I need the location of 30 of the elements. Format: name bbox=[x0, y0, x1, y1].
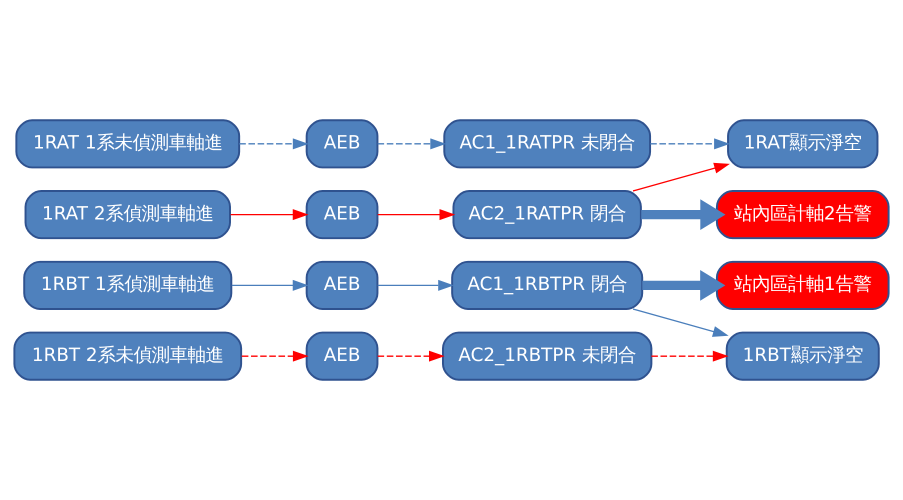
node-box: AEB bbox=[306, 332, 378, 381]
arrow bbox=[651, 350, 729, 362]
node-box: 1RBT 2系未偵測車軸進 bbox=[13, 332, 242, 381]
arrow bbox=[378, 209, 456, 220]
arrow bbox=[378, 350, 445, 362]
node-box: 站內區計軸1告警 bbox=[716, 260, 890, 310]
node-box: 1RAT 1系未偵測車軸進 bbox=[15, 119, 240, 168]
arrow bbox=[632, 162, 730, 192]
node-box: 站內區計軸2告警 bbox=[716, 190, 890, 240]
node-box: AEB bbox=[306, 119, 378, 168]
node-box: 1RAT 2系偵測車軸進 bbox=[24, 190, 231, 240]
node-box: 1RAT顯示淨空 bbox=[727, 119, 878, 168]
node-box: AC2_1RBTPR 未閉合 bbox=[442, 332, 652, 381]
arrow bbox=[632, 308, 729, 337]
arrow bbox=[650, 138, 730, 150]
node-box: 1RBT 1系偵測車軸進 bbox=[23, 260, 232, 310]
node-box: AC1_1RBTPR 閉合 bbox=[451, 260, 644, 310]
arrow bbox=[239, 138, 309, 150]
node-box: AEB bbox=[306, 260, 378, 310]
node-box: AC1_1RATPR 未閉合 bbox=[443, 119, 652, 168]
arrow bbox=[232, 280, 308, 291]
arrow bbox=[230, 209, 308, 220]
node-box: AC2_1RATPR 閉合 bbox=[452, 190, 642, 240]
arrow bbox=[642, 270, 726, 301]
arrow bbox=[242, 350, 309, 362]
arrow bbox=[378, 138, 446, 150]
arrow bbox=[378, 280, 454, 291]
arrow bbox=[641, 199, 726, 230]
node-box: AEB bbox=[306, 190, 378, 240]
node-box: 1RBT顯示淨空 bbox=[726, 332, 880, 381]
